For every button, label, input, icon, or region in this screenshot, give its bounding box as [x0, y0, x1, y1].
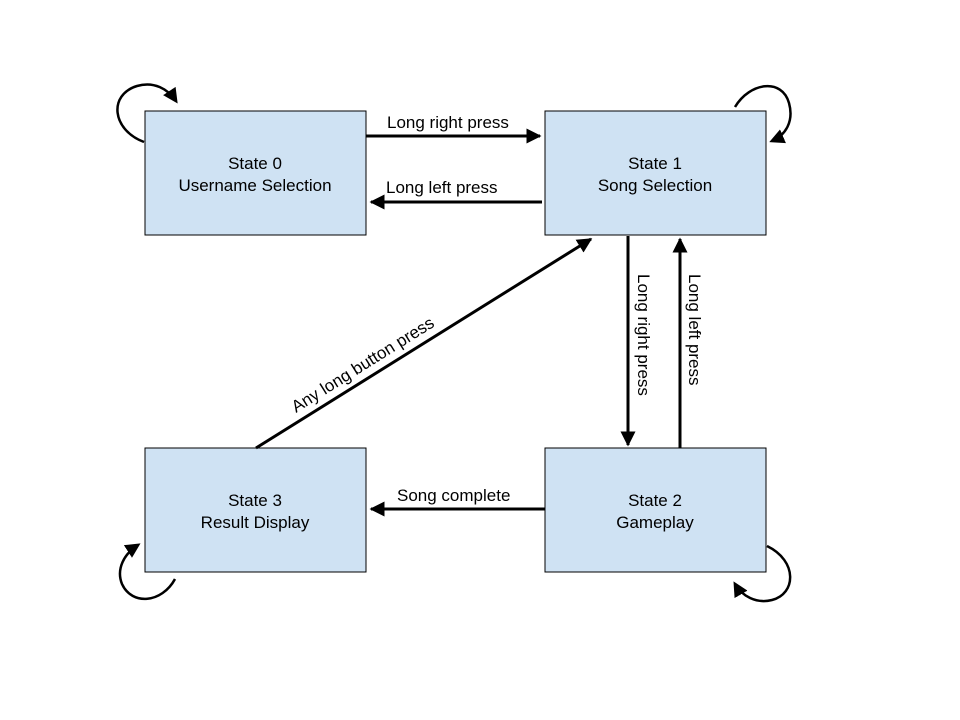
transition-s1-to-s0-label: Long left press	[386, 178, 498, 197]
state-0: State 0 Username Selection	[144, 110, 367, 236]
transition-s3-to-s1: Any long button press	[255, 237, 593, 450]
transition-s2-to-s1: Long left press	[672, 237, 704, 448]
transition-s3-to-s1-label: Any long button press	[288, 313, 438, 416]
state-3-title: State 3	[228, 491, 282, 510]
transition-s2-to-s3: Song complete	[369, 486, 545, 517]
state-2-box	[544, 447, 767, 573]
state-2-subtitle: Gameplay	[616, 513, 694, 532]
transition-s1-to-s2-label: Long right press	[634, 274, 653, 396]
state-0-title: State 0	[228, 154, 282, 173]
self-loop-s2	[733, 544, 792, 603]
transition-s3-to-s1-arrow	[255, 237, 593, 450]
transition-s0-to-s1: Long right press	[366, 113, 542, 144]
self-loop-s0	[116, 83, 178, 144]
state-3-box	[144, 447, 367, 573]
self-loop-s3	[118, 543, 177, 600]
state-1: State 1 Song Selection	[544, 110, 767, 236]
self-loop-s1	[733, 85, 792, 144]
state-1-subtitle: Song Selection	[598, 176, 712, 195]
state-3: State 3 Result Display	[144, 447, 367, 573]
transition-s1-to-s0: Long left press	[369, 178, 542, 210]
state-1-box	[544, 110, 767, 236]
transition-s2-to-s3-label: Song complete	[397, 486, 510, 505]
state-0-box	[144, 110, 367, 236]
transition-s2-to-s1-label: Long left press	[685, 274, 704, 386]
transition-s1-to-s2: Long right press	[620, 236, 653, 447]
state-2-title: State 2	[628, 491, 682, 510]
state-0-subtitle: Username Selection	[178, 176, 331, 195]
state-2: State 2 Gameplay	[544, 447, 767, 573]
transition-s0-to-s1-label: Long right press	[387, 113, 509, 132]
state-1-title: State 1	[628, 154, 682, 173]
state-3-subtitle: Result Display	[201, 513, 310, 532]
